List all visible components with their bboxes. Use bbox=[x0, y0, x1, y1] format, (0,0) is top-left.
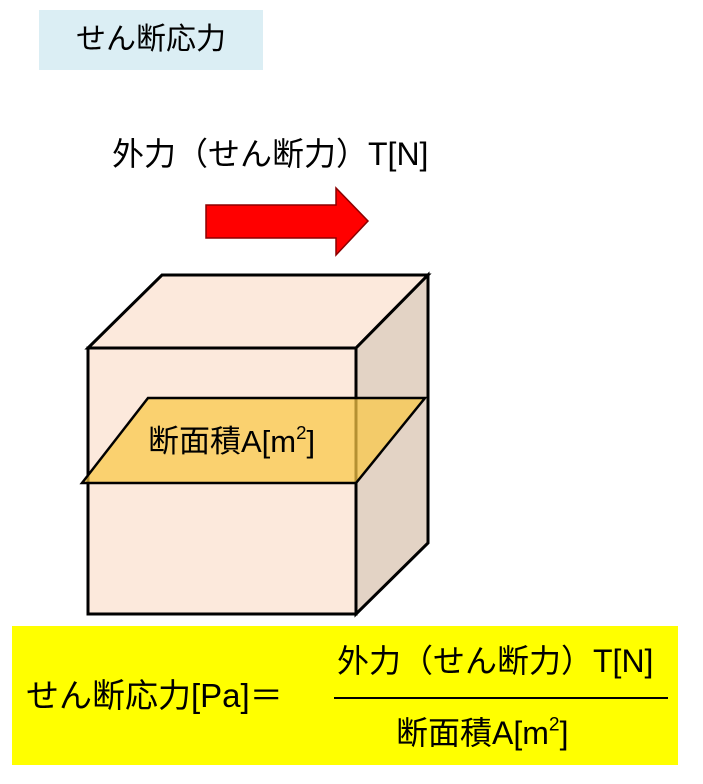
title: せん断応力 bbox=[76, 23, 226, 56]
force-arrow bbox=[205, 186, 370, 257]
area-label: 断面積A[m2] bbox=[148, 421, 316, 459]
cross-section-plane bbox=[79, 396, 428, 485]
formula-lhs: せん断応力[Pa]＝ bbox=[26, 677, 283, 714]
force-label: 外力（せん断力）T[N] bbox=[112, 136, 429, 172]
fraction-bar bbox=[334, 697, 668, 699]
title-box: せん断応力 bbox=[39, 10, 263, 70]
formula-denominator: 断面積A[m2] bbox=[396, 714, 569, 751]
formula-box: せん断応力[Pa]＝ 外力（せん断力）T[N] 断面積A[m2] bbox=[12, 626, 678, 765]
formula-numerator: 外力（せん断力）T[N] bbox=[337, 643, 654, 679]
